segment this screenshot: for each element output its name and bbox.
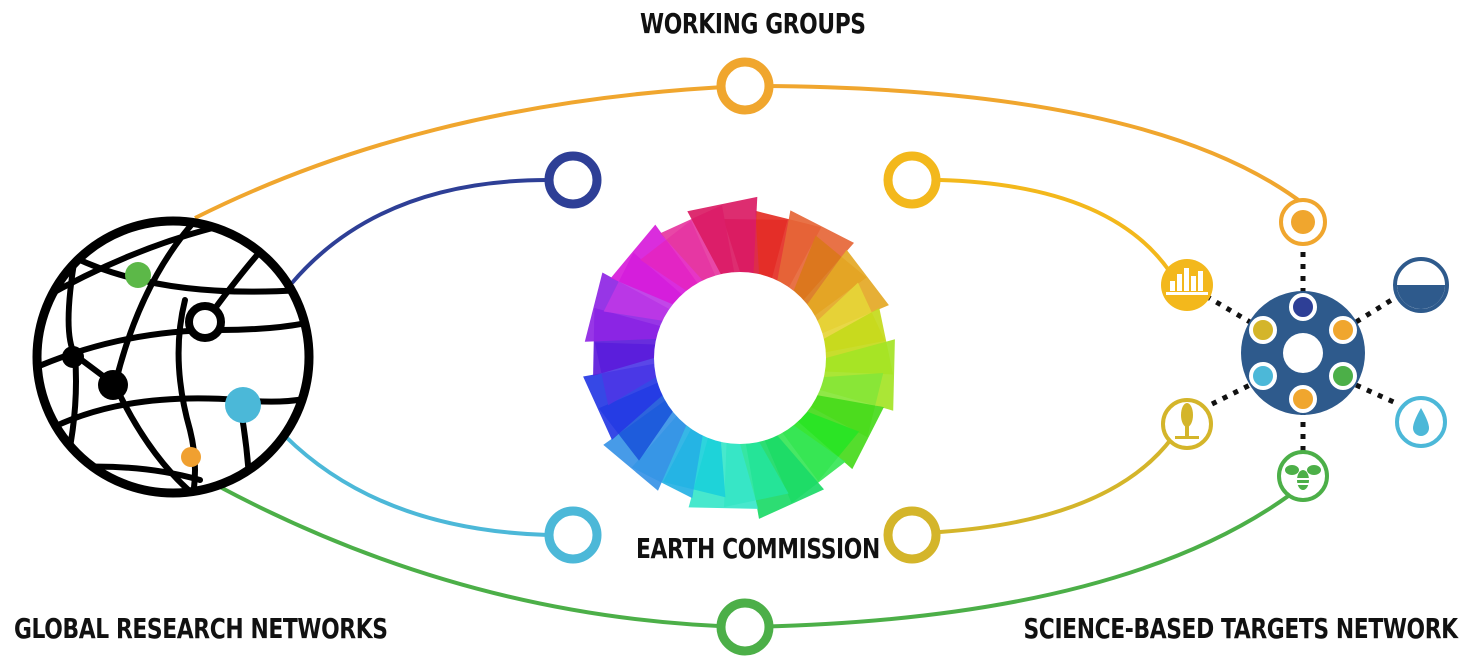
- water-level-icon: [1393, 257, 1449, 313]
- globe-node-orange: [181, 447, 201, 467]
- globe-node-blue: [225, 387, 261, 423]
- yellow-ring-node: [883, 151, 941, 209]
- navy-connector: [290, 178, 549, 285]
- earth-commission-label: EARTH COMMISSION: [636, 532, 880, 565]
- sbtn-hub-icon: [1204, 240, 1400, 460]
- tree-icon: [1161, 398, 1213, 450]
- globe-network-icon: [32, 216, 314, 498]
- yellow-connector: [939, 178, 1172, 274]
- sbtn-orange-node-icon: [1279, 198, 1327, 246]
- water-drop-icon: [1395, 396, 1447, 448]
- lightblue-connector: [283, 434, 549, 537]
- globe-node-black-small: [62, 346, 84, 368]
- wheel-center: [654, 272, 826, 444]
- earth-commission-wheel-icon: [583, 196, 895, 519]
- lightblue-ring-node: [544, 506, 602, 564]
- green-ring-node: [716, 598, 774, 656]
- globe-node-green: [125, 262, 151, 288]
- ring-nodes: [544, 57, 941, 656]
- working-groups-label: WORKING GROUPS: [640, 7, 866, 40]
- city-icon: [1161, 259, 1213, 311]
- global-research-networks-label: GLOBAL RESEARCH NETWORKS: [14, 612, 388, 645]
- olive-connector: [939, 436, 1174, 534]
- olive-ring-node: [883, 506, 941, 564]
- navy-ring-node: [544, 151, 602, 209]
- globe-node-hollow: [185, 302, 225, 342]
- orange-ring-node: [716, 57, 774, 115]
- globe-node-black-large: [98, 370, 128, 400]
- science-based-targets-network-label: SCIENCE-BASED TARGETS NETWORK: [1023, 612, 1459, 645]
- wheel-petal: [687, 196, 758, 275]
- bee-icon: [1277, 450, 1329, 502]
